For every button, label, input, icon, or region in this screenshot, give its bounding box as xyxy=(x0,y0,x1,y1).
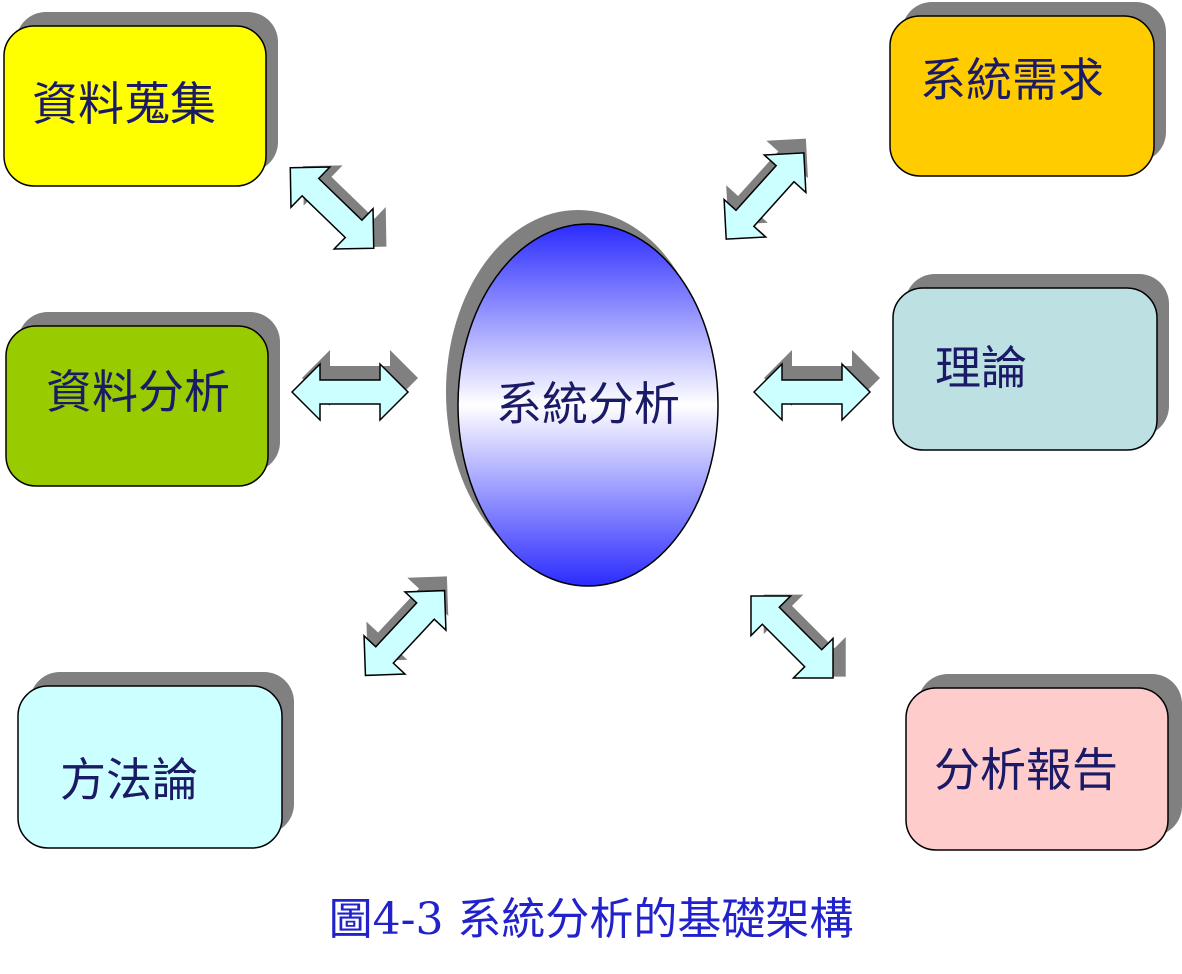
arrow-data-analysis xyxy=(291,350,418,421)
double-arrow-icon xyxy=(704,133,826,259)
arrow-data-collection xyxy=(270,145,406,270)
node-analysis-report: 分析報告 xyxy=(905,674,1182,851)
arrow-theory xyxy=(753,350,880,421)
node-data-collection: 資料蒐集 xyxy=(3,12,278,187)
node-theory: 理論 xyxy=(892,274,1169,451)
center-node: 系統分析 xyxy=(446,210,719,587)
node-box xyxy=(17,685,283,849)
node-data-analysis: 資料分析 xyxy=(5,312,280,487)
figure-caption: 圖4-3 系統分析的基礎架構 xyxy=(329,894,854,945)
node-label: 分析報告 xyxy=(934,743,1118,797)
node-box xyxy=(3,25,267,187)
node-system-requirements: 系統需求 xyxy=(889,2,1166,177)
center-ellipse xyxy=(457,223,719,587)
center-label: 系統分析 xyxy=(496,377,680,431)
node-label: 方法論 xyxy=(60,753,198,807)
node-label: 系統需求 xyxy=(920,53,1104,107)
arrow-analysis-report xyxy=(730,574,866,699)
node-box xyxy=(892,287,1158,451)
node-methodology: 方法論 xyxy=(17,672,294,849)
node-box xyxy=(905,687,1169,851)
node-box xyxy=(889,15,1155,177)
node-box xyxy=(5,325,269,487)
node-label: 理論 xyxy=(935,341,1027,395)
double-arrow-icon xyxy=(730,575,854,699)
arrow-system-requirements xyxy=(704,119,827,259)
node-label: 資料蒐集 xyxy=(32,77,216,131)
node-label: 資料分析 xyxy=(46,365,230,419)
arrow-methodology xyxy=(344,557,468,696)
